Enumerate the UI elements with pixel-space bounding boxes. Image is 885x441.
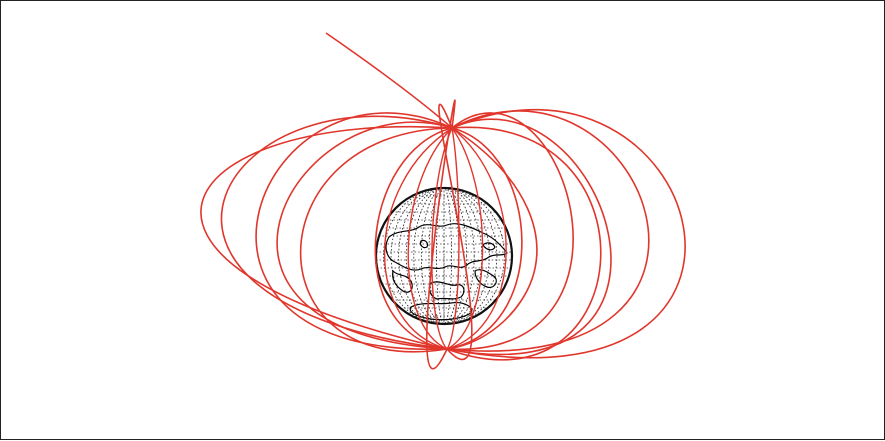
globe [376,188,512,324]
